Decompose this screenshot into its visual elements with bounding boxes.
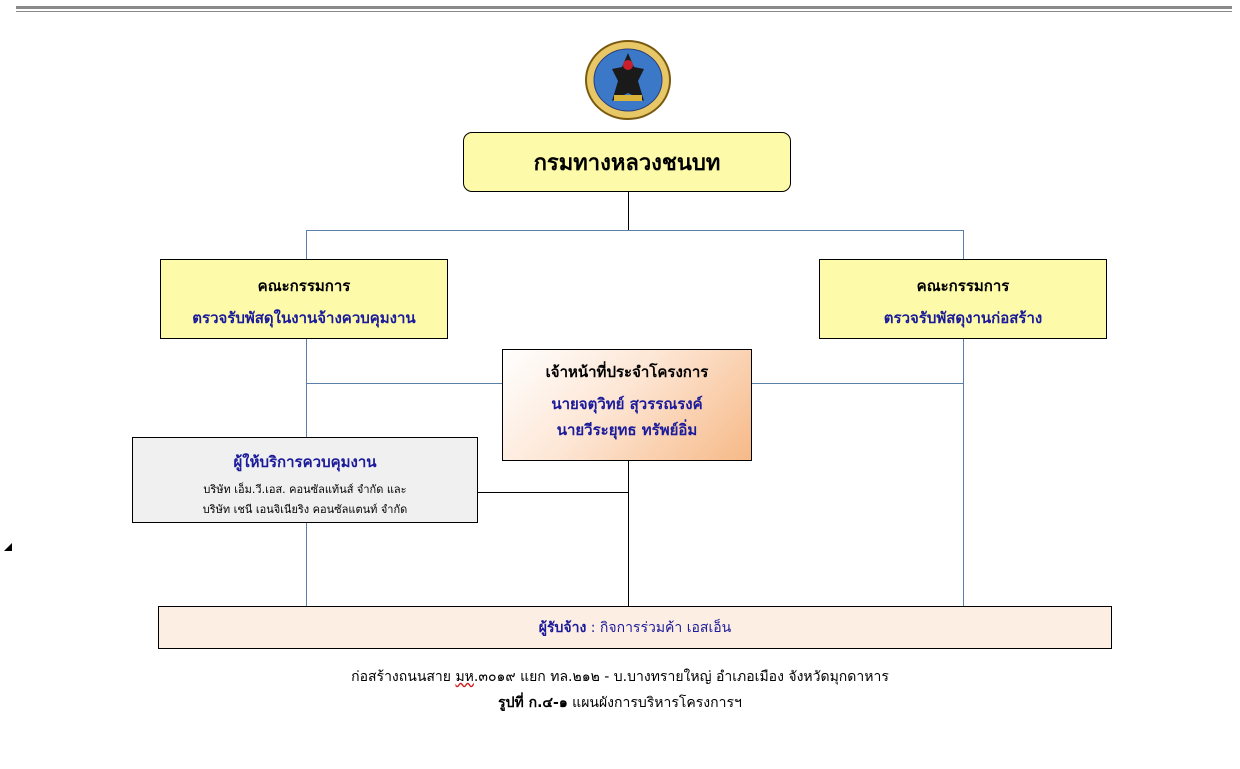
right-committee-box: คณะกรรมการ ตรวจรับพัสดุงานก่อสร้าง	[819, 259, 1107, 339]
connector-consultant-link	[478, 492, 628, 493]
project-officer-box: เจ้าหน้าที่ประจำโครงการ นายจตุวิทย์ สุวร…	[502, 349, 752, 461]
consultant-company-2: บริษัท เชนี เอนจิเนียริง คอนซัลแตนท์ จำก…	[202, 503, 408, 516]
connector-consultant-down	[306, 523, 307, 606]
left-committee-title: คณะกรรมการ	[257, 277, 351, 295]
contractor-label: ผู้รับจ้าง	[538, 619, 587, 636]
left-committee-box: คณะกรรมการ ตรวจรับพัสดุในงานจ้างควบคุมงา…	[160, 259, 448, 339]
right-committee-subtitle: ตรวจรับพัสดุงานก่อสร้าง	[883, 309, 1043, 327]
corner-triangle-icon	[4, 543, 12, 551]
consultant-box: ผู้ให้บริการควบคุมงาน บริษัท เอ็ม.วี.เอส…	[132, 437, 478, 523]
connector-right-mid	[752, 383, 964, 384]
department-label: กรมทางหลวงชนบท	[533, 150, 721, 176]
connector-officer-to-contractor	[628, 461, 629, 606]
connector-left-drop	[306, 230, 307, 259]
project-officer-name-2: นายวีระยุทธ ทรัพย์อิ่ม	[556, 421, 698, 439]
left-committee-subtitle: ตรวจรับพัสดุในงานจ้างควบคุมงาน	[192, 309, 416, 327]
connector-top-stem	[628, 192, 629, 230]
contractor-separator: :	[586, 619, 600, 636]
connector-left-committee-down	[306, 339, 307, 437]
project-officer-title: เจ้าหน้าที่ประจำโครงการ	[545, 363, 709, 381]
connector-right-committee-down	[963, 339, 964, 606]
department-seal-logo	[585, 40, 671, 120]
connector-left-mid	[306, 383, 502, 384]
caption-line1-post: .๓๐๑๙ แยก ทล.๒๑๒ - บ.บางทรายใหญ่ อำเภอเม…	[473, 669, 889, 685]
connector-top-horizontal	[306, 230, 964, 231]
caption-line1-marked: มห	[455, 669, 474, 685]
figure-caption-line2: รูปที่ ก.๔-๑ แผนผังการบริหารโครงการฯ	[0, 692, 1240, 714]
figure-title: แผนผังการบริหารโครงการฯ	[567, 695, 742, 711]
contractor-box: ผู้รับจ้าง : กิจการร่วมค้า เอสเอ็น	[158, 606, 1112, 649]
project-officer-name-1: นายจตุวิทย์ สุวรรณรงค์	[551, 395, 703, 413]
connector-right-drop	[963, 230, 964, 259]
consultant-company-1: บริษัท เอ็ม.วี.เอส. คอนซัลแท้นส์ จำกัด แ…	[203, 483, 407, 496]
contractor-name: กิจการร่วมค้า เอสเอ็น	[599, 619, 732, 636]
caption-line1-pre: ก่อสร้างถนนสาย	[351, 669, 456, 685]
figure-number: รูปที่ ก.๔-๑	[498, 695, 568, 711]
top-rule-thin	[16, 11, 1232, 12]
consultant-title: ผู้ให้บริการควบคุมงาน	[233, 453, 377, 471]
figure-caption-line1: ก่อสร้างถนนสาย มห.๓๐๑๙ แยก ทล.๒๑๒ - บ.บา…	[0, 666, 1240, 688]
department-box: กรมทางหลวงชนบท	[463, 132, 791, 192]
right-committee-title: คณะกรรมการ	[916, 277, 1010, 295]
top-rule-thick	[16, 6, 1232, 9]
